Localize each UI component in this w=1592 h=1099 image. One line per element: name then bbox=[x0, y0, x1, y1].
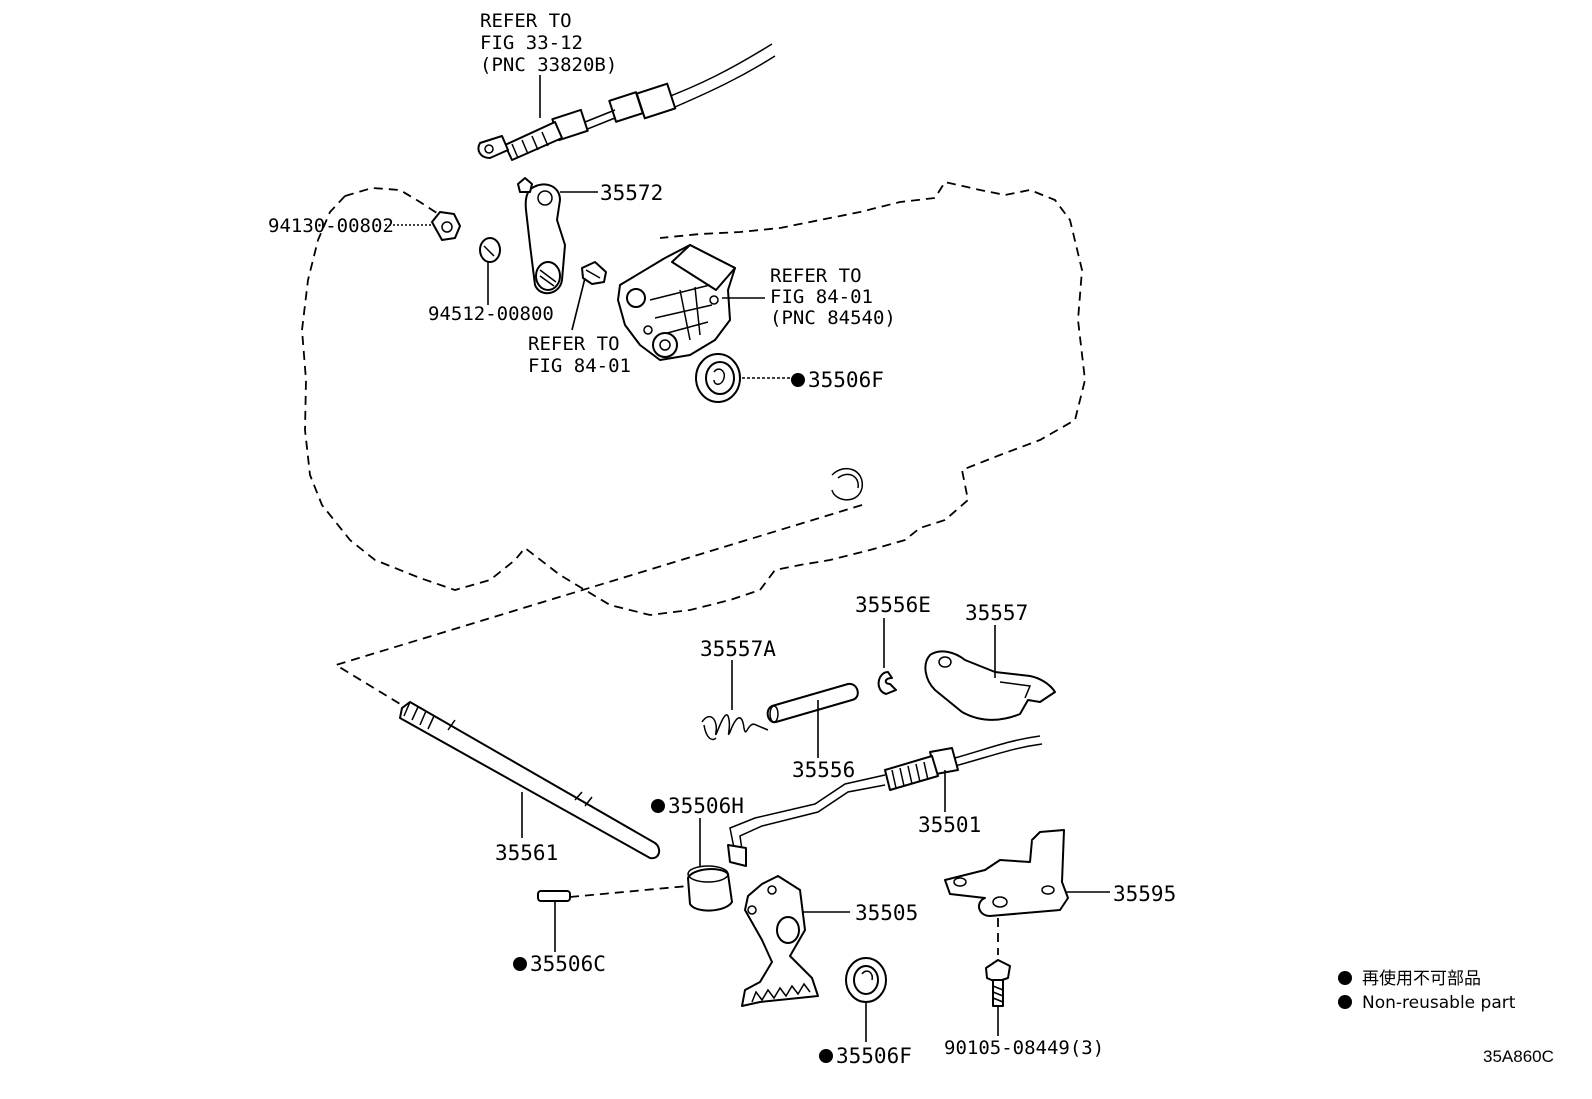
oil-seal-35506F-bottom bbox=[845, 957, 887, 1003]
leader-bolt bbox=[571, 277, 586, 331]
legend-dot-jp bbox=[1338, 971, 1352, 985]
lever-35557 bbox=[924, 650, 1056, 721]
oil-seal-35506F-top bbox=[695, 353, 741, 403]
label-35506F-bottom: 35506F bbox=[836, 1044, 912, 1068]
washer-94512 bbox=[479, 237, 501, 263]
label-35572: 35572 bbox=[600, 181, 663, 205]
nonreusable-dot-35506C bbox=[513, 957, 527, 971]
bolt-ref-line1: REFER TO bbox=[528, 333, 620, 355]
neutral-start-switch bbox=[617, 244, 736, 361]
spring-35557A bbox=[701, 714, 769, 741]
legend-jp: 再使用不可部品 bbox=[1362, 968, 1481, 989]
bolt-switch bbox=[581, 261, 607, 285]
ering-35556E bbox=[877, 671, 897, 695]
label-35557A: 35557A bbox=[700, 637, 776, 661]
nonreusable-dot-35506H bbox=[651, 799, 665, 813]
label-94130: 94130-00802 bbox=[268, 215, 394, 237]
label-90105: 90105-08449(3) bbox=[944, 1037, 1104, 1059]
switch-ref-line2: FIG 84-01 bbox=[770, 286, 873, 308]
housing-circlip bbox=[831, 467, 863, 501]
label-35556: 35556 bbox=[792, 758, 855, 782]
label-94512: 94512-00800 bbox=[428, 303, 554, 325]
cable-ref-line2: FIG 33-12 bbox=[480, 32, 583, 54]
detent-plate-35505 bbox=[741, 875, 819, 1007]
legend-en: Non-reusable part bbox=[1362, 993, 1516, 1013]
nonreusable-dot-35506F-bottom bbox=[819, 1049, 833, 1063]
bracket-35595 bbox=[944, 829, 1069, 917]
dashed-35506C-to-bushing bbox=[569, 885, 689, 898]
label-35561: 35561 bbox=[495, 841, 558, 865]
bolt-ref-line2: FIG 84-01 bbox=[528, 355, 631, 377]
cable-ref-line3: (PNC 33820B) bbox=[480, 54, 617, 76]
label-35506F-top: 35506F bbox=[808, 368, 884, 392]
pin-35556 bbox=[766, 682, 859, 724]
transmission-outline-top-left bbox=[344, 187, 441, 216]
label-35595: 35595 bbox=[1113, 882, 1176, 906]
pin-35506C bbox=[537, 890, 571, 902]
label-35506C: 35506C bbox=[530, 952, 606, 976]
rod-35501 bbox=[727, 735, 1043, 867]
transmission-outline bbox=[301, 180, 1086, 616]
label-35505: 35505 bbox=[855, 901, 918, 925]
cable-ref-line1: REFER TO bbox=[480, 10, 572, 32]
figure-code: 35A860C bbox=[1483, 1047, 1554, 1066]
bushing-35506H bbox=[687, 865, 733, 912]
shaft-35561 bbox=[399, 701, 661, 860]
nut-94130 bbox=[431, 211, 461, 241]
nonreusable-dot-35506F-top bbox=[791, 373, 805, 387]
label-35556E: 35556E bbox=[855, 593, 931, 617]
switch-ref-line1: REFER TO bbox=[770, 265, 862, 287]
label-35501: 35501 bbox=[918, 813, 981, 837]
shift-cable bbox=[477, 43, 776, 161]
bolt-90105 bbox=[985, 959, 1011, 1007]
switch-ref-line3: (PNC 84540) bbox=[770, 307, 896, 329]
lever-35572 bbox=[517, 177, 566, 295]
label-35506H: 35506H bbox=[668, 794, 744, 818]
projection-line bbox=[333, 504, 863, 711]
legend-dot-en bbox=[1338, 995, 1352, 1009]
label-35557: 35557 bbox=[965, 601, 1028, 625]
